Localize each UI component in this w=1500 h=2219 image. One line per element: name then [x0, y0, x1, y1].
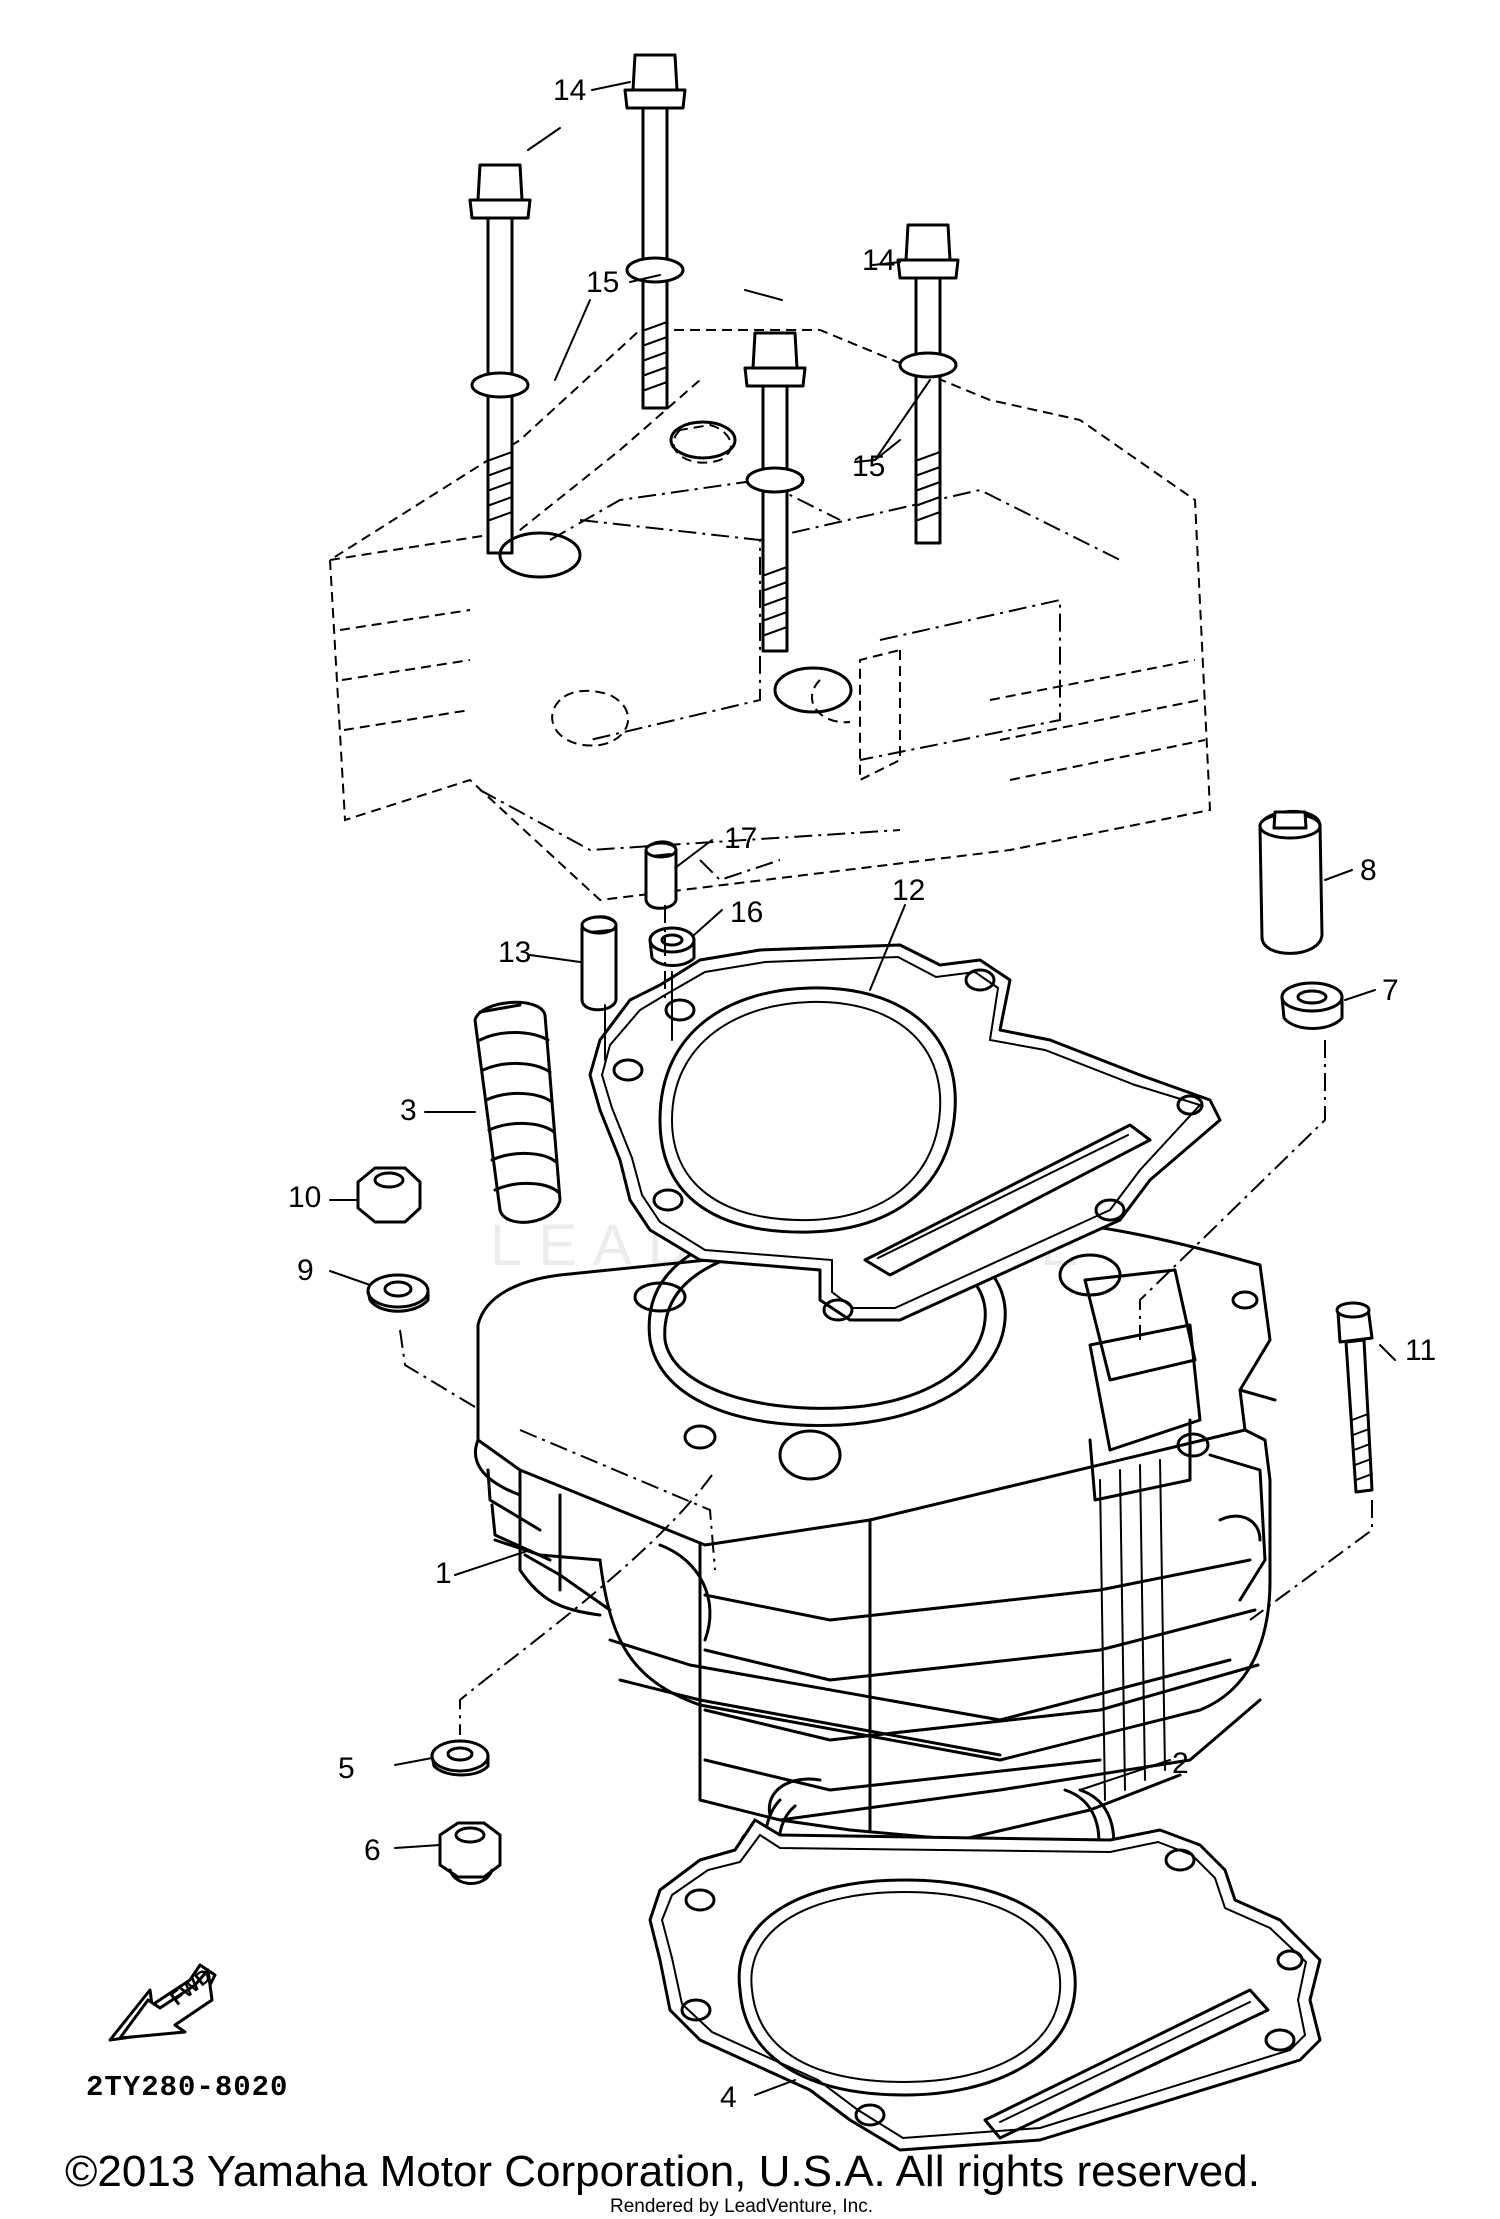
callout-14b: 14 — [862, 244, 895, 277]
callout-17: 17 — [724, 822, 757, 855]
callout-4: 4 — [720, 2081, 737, 2114]
washer-9 — [366, 1273, 430, 1313]
callout-5: 5 — [338, 1752, 355, 1785]
cylinder-base-gasket — [648, 1818, 1322, 2152]
head-bolt-14d — [743, 331, 807, 653]
bolt-11 — [1335, 1301, 1374, 1494]
forward-direction-arrow: FWD — [108, 1963, 217, 2042]
cylinder-head-outline — [328, 329, 1212, 902]
dowel-pin-8 — [1258, 810, 1324, 955]
callout-15b: 15 — [852, 450, 885, 483]
callout-8: 8 — [1360, 854, 1377, 887]
head-bolts — [468, 53, 960, 714]
callout-3: 3 — [400, 1094, 417, 1127]
assembly-centerlines — [399, 859, 1373, 1735]
head-bolt-14c — [896, 223, 960, 545]
rendered-by-notice: Rendered by LeadVenture, Inc. — [610, 2196, 873, 2217]
part-code: 2TY280-8020 — [86, 2071, 288, 2104]
leader-lines — [329, 81, 1396, 2096]
callout-12: 12 — [892, 874, 925, 907]
copyright-notice: ©2013 Yamaha Motor Corporation, U.S.A. A… — [65, 2147, 1260, 2196]
washer-5 — [430, 1739, 490, 1777]
callout-1: 1 — [435, 1557, 452, 1590]
callout-9: 9 — [297, 1254, 314, 1287]
head-bolt-14a — [468, 163, 532, 555]
callout-2: 2 — [1172, 1747, 1189, 1780]
o-ring-16 — [648, 926, 696, 1041]
callout-10: 10 — [288, 1181, 321, 1214]
callout-6: 6 — [364, 1834, 381, 1867]
dowel-17 — [644, 840, 678, 910]
callout-13: 13 — [498, 936, 531, 969]
o-ring-7 — [1280, 981, 1344, 1030]
callout-14a: 14 — [553, 74, 586, 107]
part-callouts: 1 2 3 4 5 6 7 8 9 10 11 12 13 14 14 15 1… — [288, 74, 1436, 2114]
cap-nut-6 — [438, 1821, 502, 1885]
callout-7: 7 — [1382, 974, 1399, 1007]
nut-10 — [356, 1166, 422, 1224]
chain-guide-3 — [473, 1000, 562, 1224]
dowel-pin-13 — [580, 915, 618, 1061]
cylinder-head-gasket — [588, 943, 1222, 1322]
callout-16: 16 — [730, 896, 763, 929]
callout-15a: 15 — [586, 266, 619, 299]
callout-11: 11 — [1405, 1334, 1436, 1367]
head-bolt-14b — [623, 53, 687, 410]
